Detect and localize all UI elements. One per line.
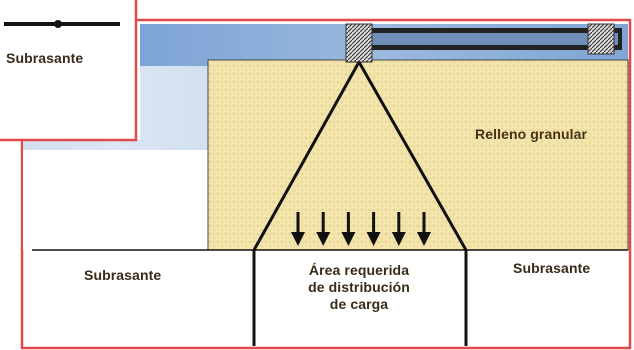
load-arrow-head bbox=[291, 232, 305, 246]
surface-slab-inner bbox=[362, 33, 618, 45]
load-arrow-head bbox=[316, 232, 331, 246]
right-subgrade-label: Subrasante bbox=[513, 260, 591, 276]
inset-subgrade-label: Subrasante bbox=[6, 50, 84, 66]
sky-fade bbox=[23, 24, 208, 150]
inset-load-point bbox=[54, 20, 62, 28]
inset-border bbox=[0, 0, 138, 142]
load-area-label: Área requerida de distribución de carga bbox=[284, 262, 434, 313]
load-pad-left bbox=[345, 23, 373, 63]
load-pad-right bbox=[587, 23, 615, 55]
load-arrows bbox=[291, 212, 431, 246]
left-white-area bbox=[23, 140, 208, 250]
load-area-line-1: Área requerida bbox=[308, 262, 410, 278]
load-area-line-2: de distribución bbox=[308, 279, 410, 295]
granular-fill-block bbox=[207, 59, 629, 251]
left-subgrade-label: Subrasante bbox=[84, 267, 162, 283]
load-arrow-head bbox=[391, 232, 406, 246]
outer-frame bbox=[20, 18, 632, 350]
load-area-line-3: de carga bbox=[329, 296, 389, 312]
load-arrow-head bbox=[366, 232, 381, 246]
inset-box bbox=[0, 0, 136, 140]
load-arrow-head bbox=[417, 232, 431, 246]
load-distribution-lines bbox=[252, 61, 468, 346]
load-arrow-head bbox=[341, 232, 356, 246]
granular-fill-label: Relleno granular bbox=[475, 126, 588, 142]
